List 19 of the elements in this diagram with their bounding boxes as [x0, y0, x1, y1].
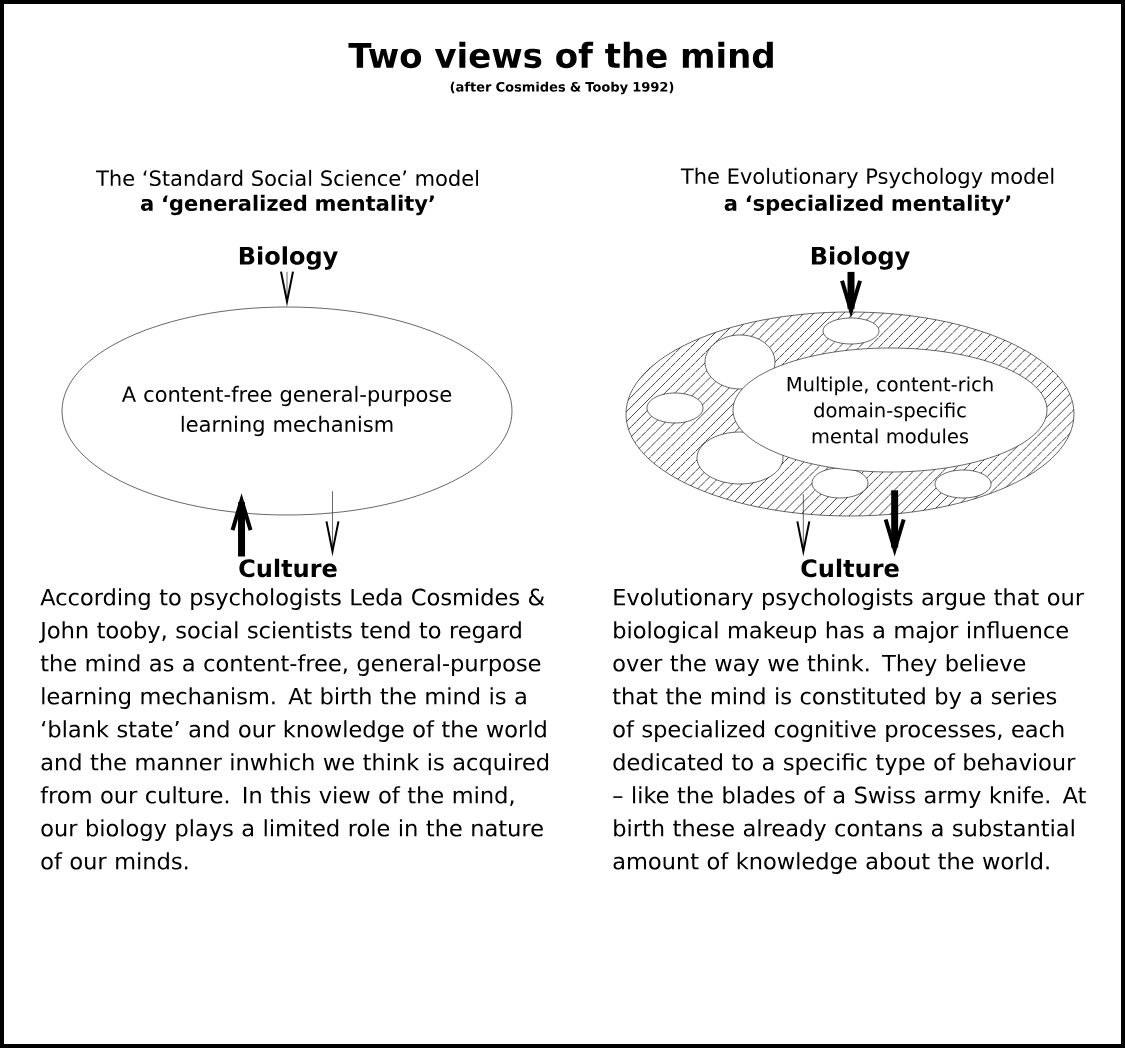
- module-ellipse: [822, 317, 880, 345]
- node-label: Culture: [801, 558, 899, 578]
- node-label: Biology: [811, 246, 910, 270]
- module-ellipse: [646, 392, 704, 424]
- node-label: Culture: [239, 558, 337, 578]
- module-ellipse: [696, 431, 784, 485]
- subtitle: (after Cosmides & Tooby 1992): [450, 81, 674, 95]
- column-heading: The Evolutionary Psychology model: [680, 167, 1054, 189]
- paragraph: Evolutionary psychologists argue that our biological makeup has a major influence over the way we think. They believe that the mind is constituted by a series of specialized cognitive processes, each dedicated to a specific type of behaviour – like the blades of a Swiss army knife. At birth these already contans a substantial amount of knowledge about the world.: [612, 588, 1086, 874]
- node-label: Biology: [239, 246, 338, 270]
- hatched-ellipse: [625, 311, 1075, 517]
- module-ellipse: [811, 467, 869, 499]
- module-ellipse: [934, 469, 992, 499]
- title: Two views of the mind: [348, 41, 773, 69]
- module-ellipse: [704, 334, 776, 390]
- paragraph: According to psychologists Leda Cosmides & John tooby, social scientists tend to regard the mind as a content-free, general-purpose learning mechanism. At birth the mind is a ‘blank state’ and our knowledge of the world and the manner inwhich we think is acquired from our culture. In this view of the mind, our biology plays a limited role in the nature of our minds.: [39, 588, 549, 870]
- column-subheading: a ‘specialized mentality’: [724, 194, 1011, 216]
- column-heading: The ‘Standard Social Science’ model: [96, 169, 478, 187]
- column-subheading: a ‘generalized mentality’: [141, 194, 434, 216]
